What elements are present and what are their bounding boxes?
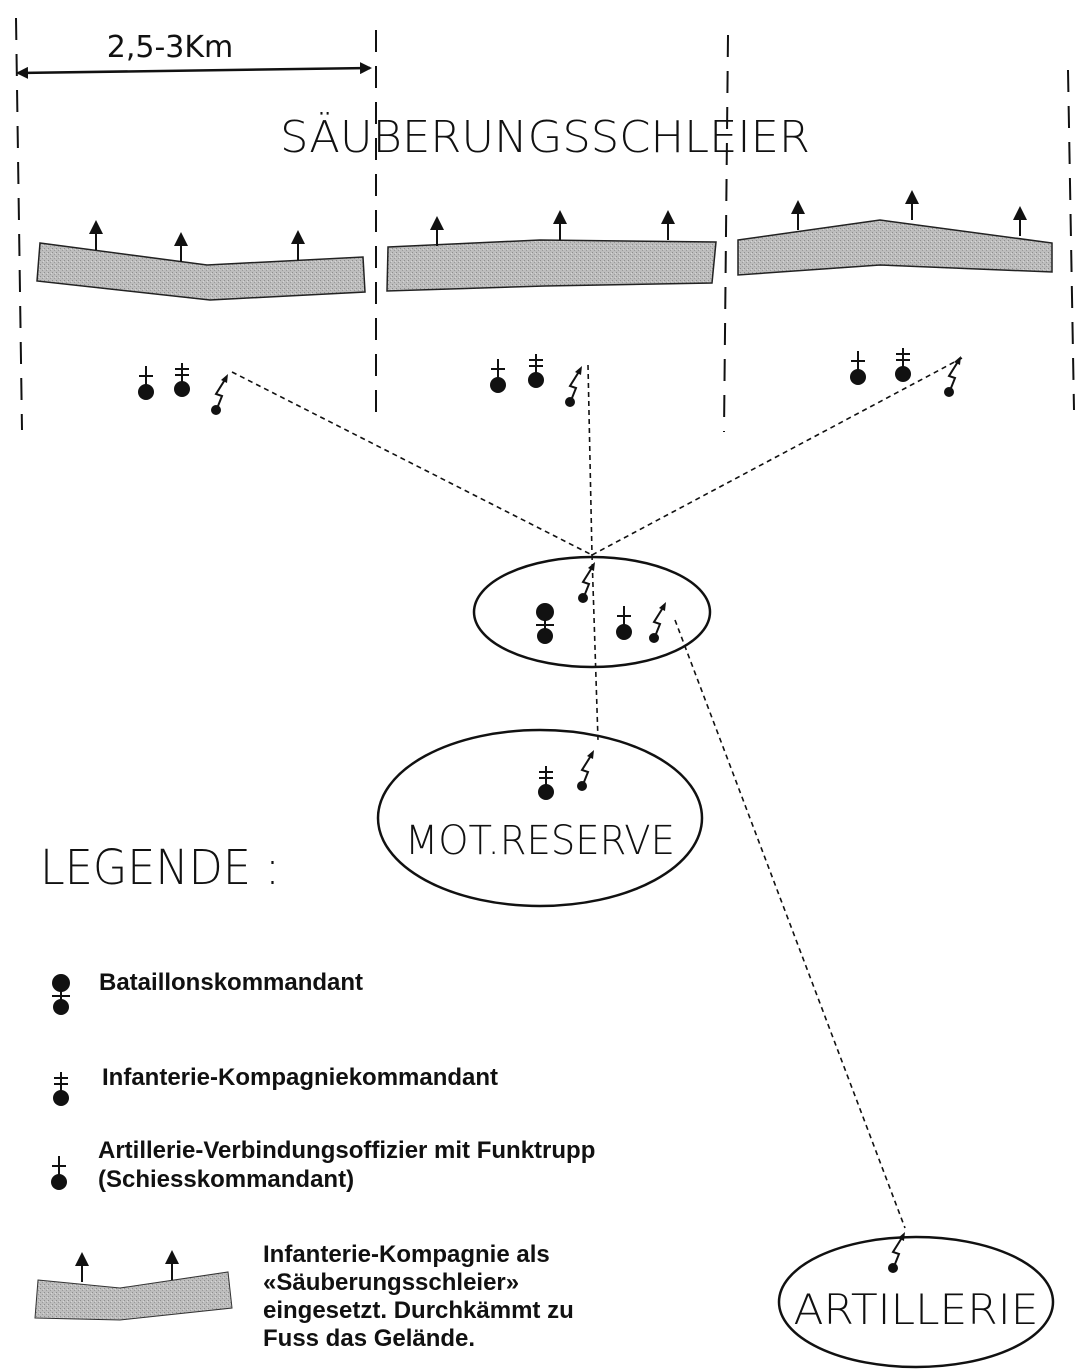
legend-text-screen-line-1: Infanterie-Kompagnie als <box>263 1241 550 1268</box>
radio-link-left <box>231 371 593 556</box>
infantry-company-commander-icon <box>52 1071 70 1107</box>
width-dimension-arrow <box>16 62 372 79</box>
radio-links <box>231 357 963 1229</box>
artillery-liaison-icon <box>50 1155 68 1191</box>
screen-strip-left <box>36 219 366 301</box>
legend-text-company: Infanterie-Kompagniekommandant <box>102 1064 498 1091</box>
boundary-line <box>723 34 729 433</box>
radio-link-reserve <box>591 554 599 741</box>
sector-boundaries <box>15 17 1075 433</box>
motorized-reserve: MOT.RESERVE <box>376 728 704 908</box>
boundary-line <box>15 17 23 431</box>
legend: LEGENDE : Bataillonskommandant Infanteri… <box>34 840 595 1352</box>
legend-text-liaison-line-1: Artillerie-Verbindungsoffizier mit Funkt… <box>98 1137 595 1164</box>
legend-text-liaison-line-2: (Schiesskommandant) <box>98 1166 354 1193</box>
radio-link-center <box>587 364 593 556</box>
boundary-line <box>1067 69 1075 411</box>
legend-item-battalion: Bataillonskommandant <box>51 969 363 1016</box>
sector-left-commanders <box>137 362 229 416</box>
legend-text-battalion: Bataillonskommandant <box>99 969 363 996</box>
screen-strip-center <box>386 209 717 292</box>
screen-strip-right <box>737 189 1053 276</box>
sector-right-commanders <box>849 347 962 398</box>
legend-text-screen-line-4: Fuss das Gelände. <box>263 1325 475 1352</box>
screen-strip-icon <box>34 1249 233 1321</box>
artillery-position: ARTILLERIE <box>777 1231 1055 1369</box>
artillery-label: ARTILLERIE <box>794 1285 1039 1334</box>
reserve-label: MOT.RESERVE <box>405 818 675 864</box>
radio-link-right <box>591 357 963 556</box>
diagram-title: SÄUBERUNGSSCHLEIER <box>280 111 810 163</box>
bataillon-commander-icon <box>51 973 71 1016</box>
width-label: 2,5-3Km <box>107 30 234 65</box>
legend-text-screen-line-3: eingesetzt. Durchkämmt zu <box>263 1297 574 1324</box>
legend-item-screen-strip: Infanterie-Kompagnie als «Säuberungsschl… <box>34 1241 574 1352</box>
battalion-command-post <box>472 555 712 669</box>
sector-center-commanders <box>489 353 583 408</box>
legend-item-infantry-company-commander: Infanterie-Kompagniekommandant <box>52 1064 498 1107</box>
legend-text-screen-line-2: «Säuberungsschleier» <box>263 1269 519 1296</box>
radio-link-artillery <box>674 619 906 1229</box>
legend-item-artillery-liaison: Artillerie-Verbindungsoffizier mit Funkt… <box>50 1137 595 1193</box>
legend-heading: LEGENDE : <box>40 840 280 896</box>
